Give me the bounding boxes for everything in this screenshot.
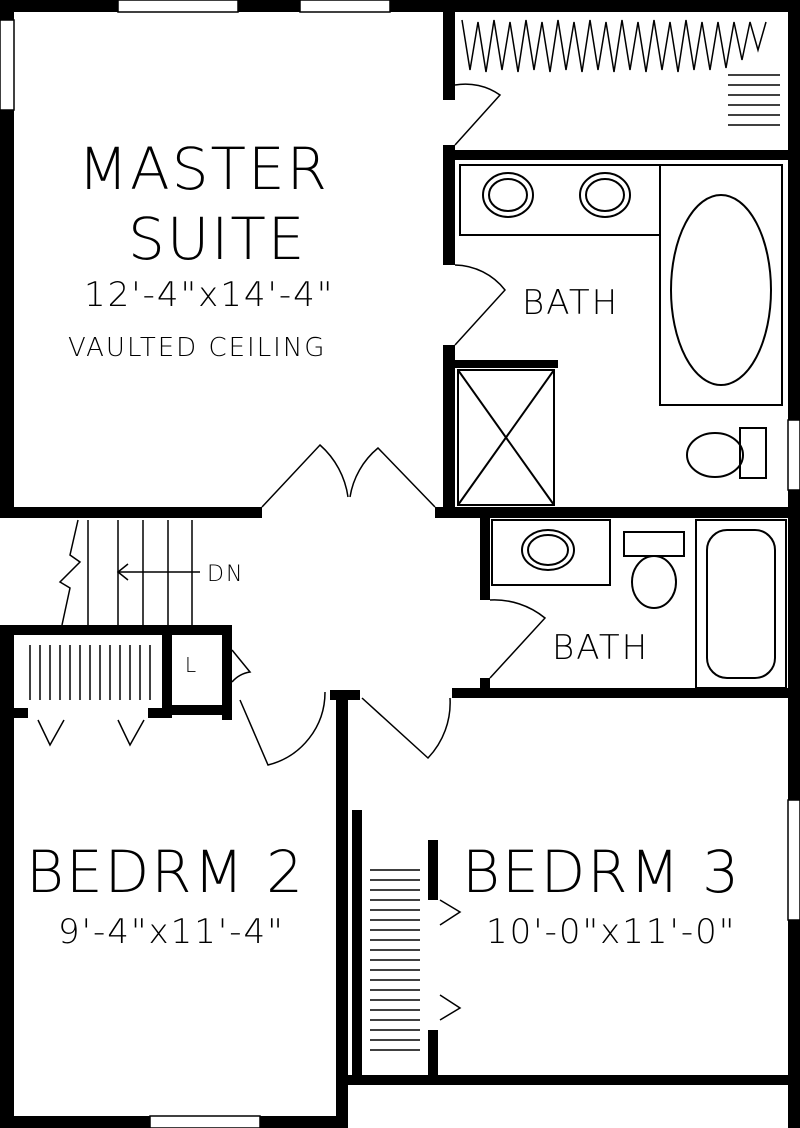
stairs — [58, 519, 200, 626]
bedroom2-title: BEDRM 2 — [26, 838, 305, 906]
master-suite-title-line1: MASTER — [78, 135, 329, 203]
master-suite-note: VAULTED CEILING — [68, 333, 327, 363]
doors — [37, 83, 547, 1021]
bedroom3-title: BEDRM 3 — [462, 838, 741, 906]
master-suite-dimensions: 12'-4"x14'-4" — [84, 275, 335, 315]
bedroom3-dimensions: 10'-0"x11'-0" — [486, 912, 737, 952]
stairs-down-label: DN — [207, 562, 245, 587]
closet-hatching — [29, 19, 780, 1051]
bath2-label: BATH — [552, 628, 650, 668]
linen-label: L — [185, 653, 199, 677]
bath1-label: BATH — [522, 283, 620, 323]
bath2-fixtures — [491, 519, 787, 689]
master-suite-title-line2: SUITE — [128, 205, 307, 273]
bath1-fixtures — [457, 164, 783, 506]
bedroom2-dimensions: 9'-4"x11'-4" — [58, 912, 285, 952]
